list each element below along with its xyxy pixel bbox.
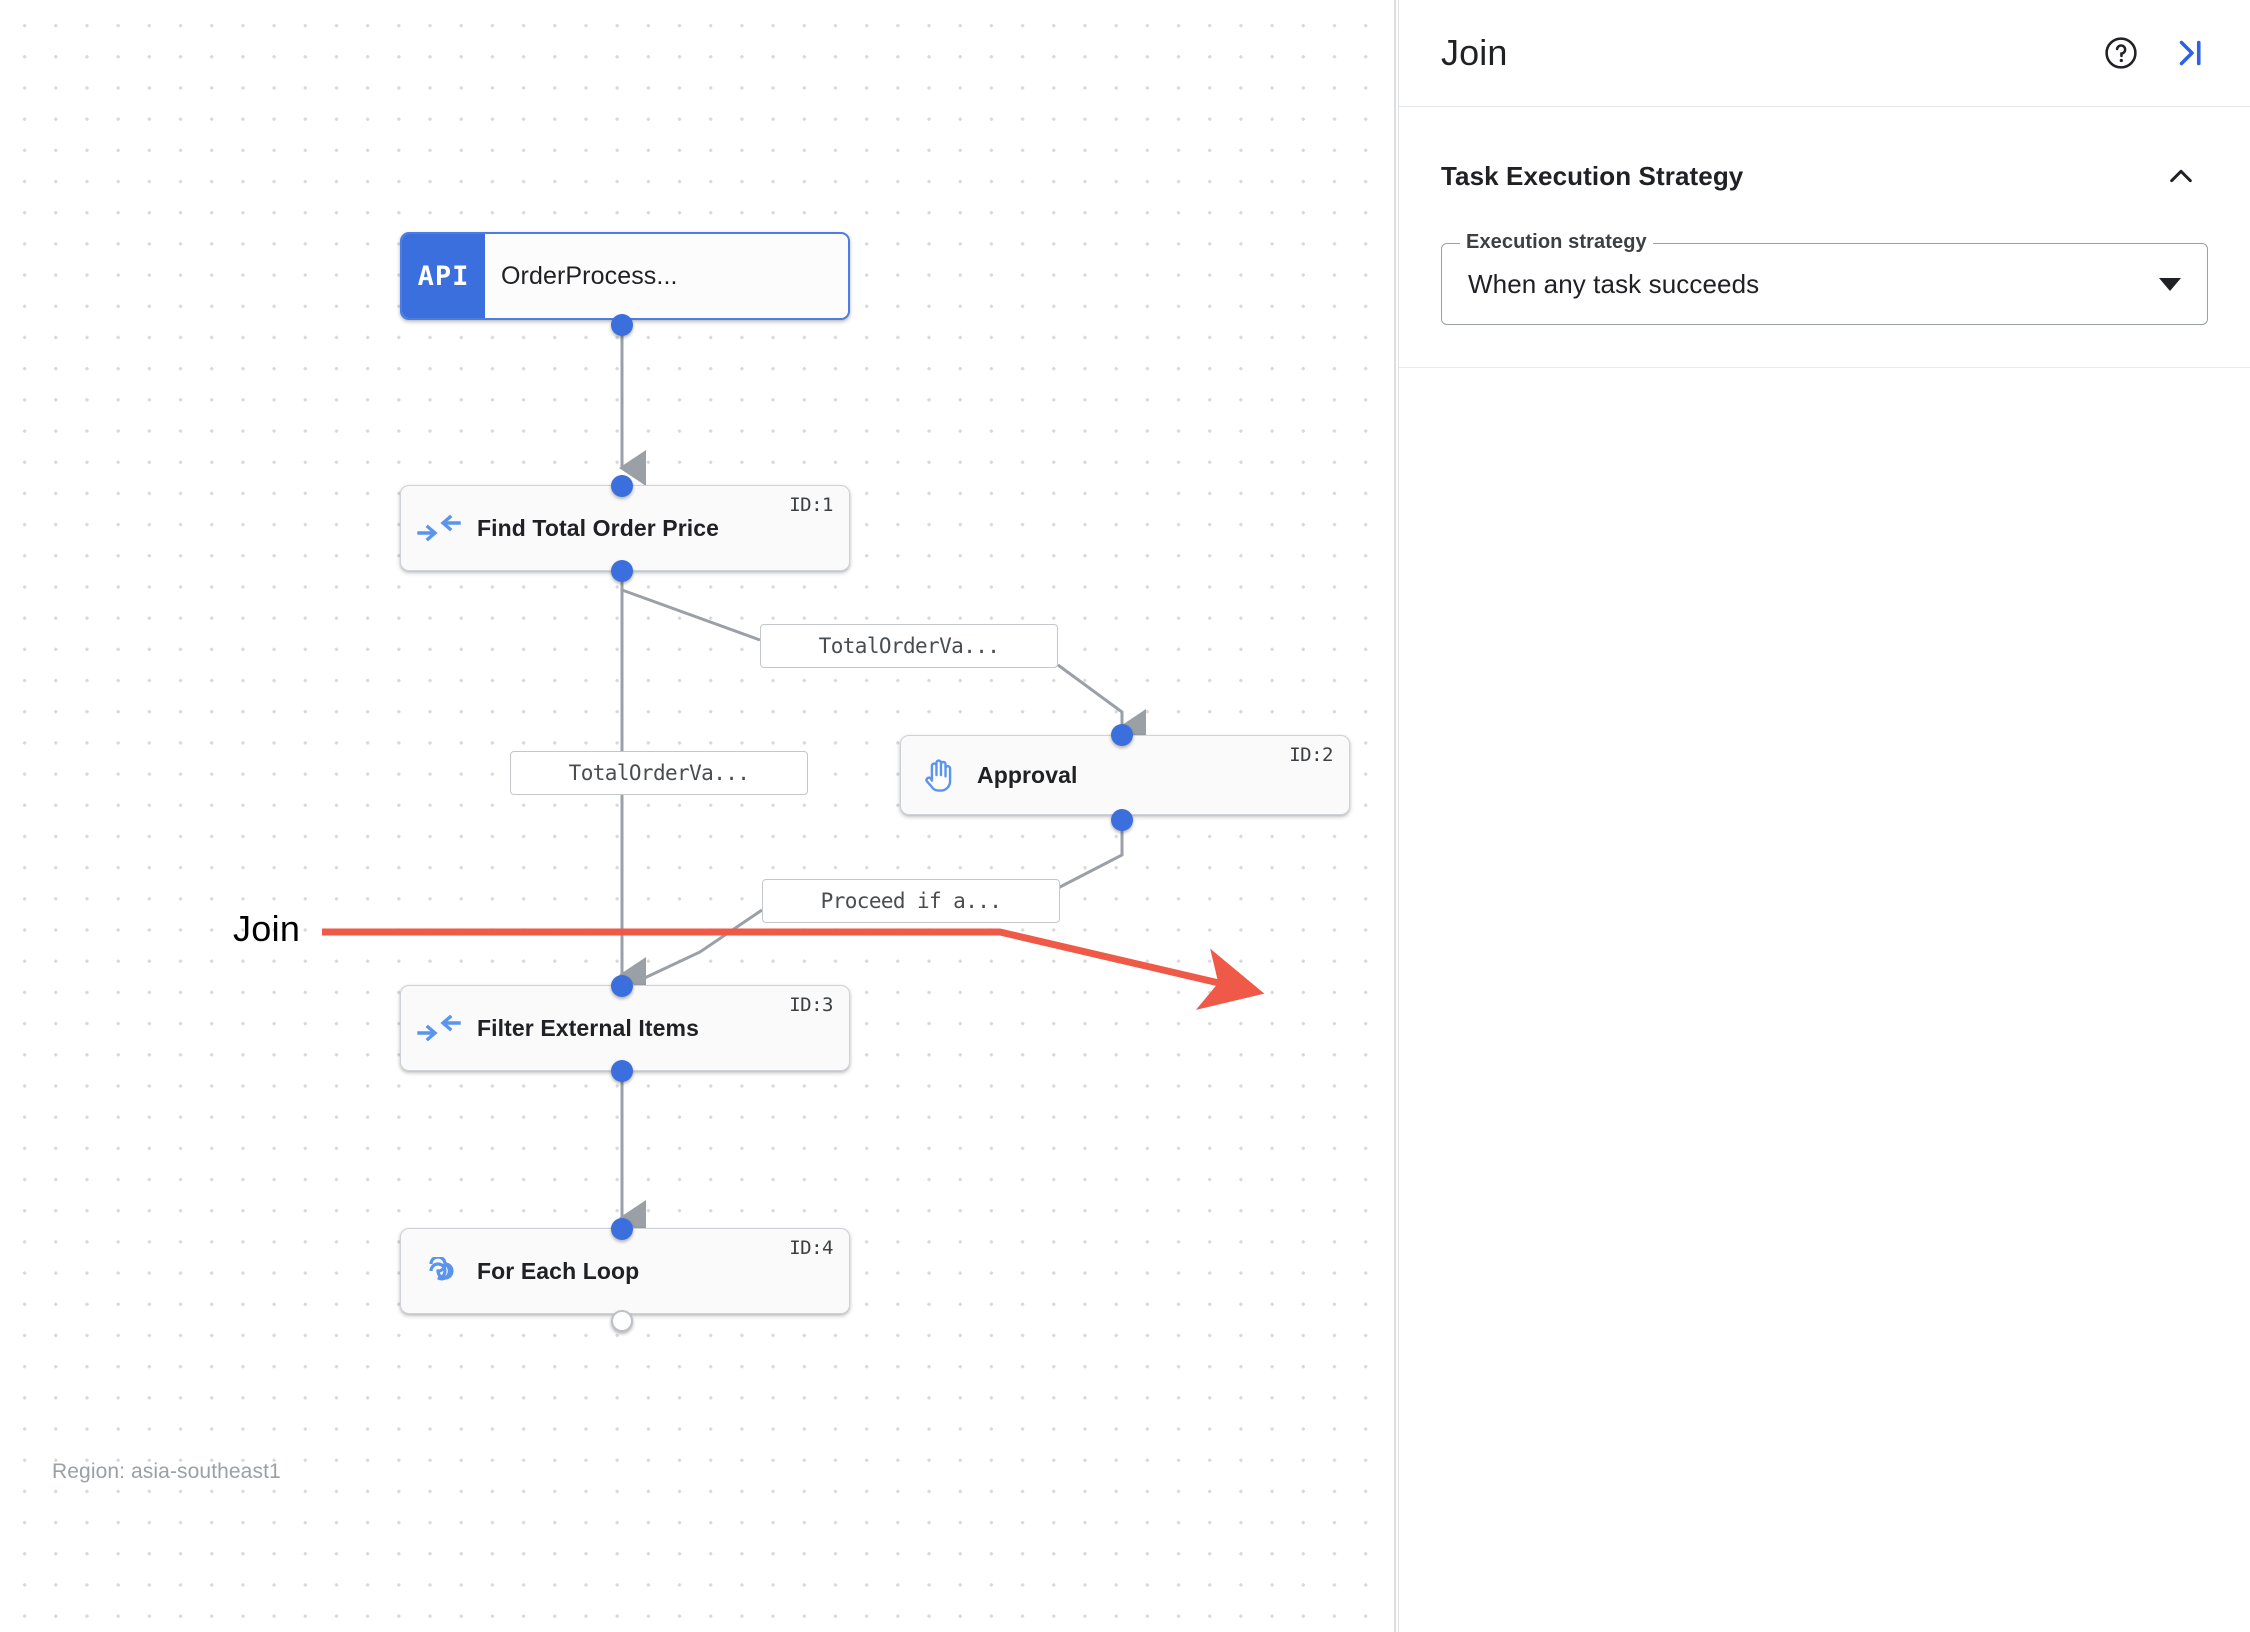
execution-strategy-select[interactable]: Execution strategy When any task succeed… — [1441, 231, 2208, 325]
edge-label-text: Proceed if a... — [820, 889, 1002, 913]
node-input-dot[interactable] — [611, 475, 633, 497]
node-label: For Each Loop — [477, 1257, 640, 1284]
node-filter-external-items[interactable]: Filter External Items ID:3 — [400, 985, 850, 1071]
region-label: Region: asia-southeast1 — [52, 1460, 281, 1483]
edge-label-text: TotalOrderVa... — [568, 761, 750, 785]
infinity-icon — [401, 1257, 477, 1285]
execution-strategy-field: Execution strategy When any task succeed… — [1441, 231, 2208, 325]
node-id-badge: ID:2 — [1289, 744, 1333, 766]
annotation-label: Join — [233, 908, 301, 949]
node-label: Find Total Order Price — [477, 514, 720, 541]
chevron-down-icon[interactable] — [2159, 277, 2181, 291]
node-output-dot[interactable] — [611, 1060, 633, 1082]
node-output-dot[interactable] — [611, 314, 633, 336]
node-for-each-loop[interactable]: For Each Loop ID:4 — [400, 1228, 850, 1314]
panel-header: Join — [1399, 0, 2250, 107]
node-label: Filter External Items — [477, 1014, 699, 1041]
node-find-total-order-price[interactable]: Find Total Order Price ID:1 — [400, 485, 850, 571]
node-api-trigger[interactable]: API OrderProcess... — [400, 232, 850, 320]
execution-strategy-label: Execution strategy — [1460, 231, 1653, 254]
node-approval[interactable]: Approval ID:2 — [900, 735, 1350, 815]
merge-arrows-icon — [401, 1013, 477, 1043]
node-output-dot[interactable] — [611, 1310, 633, 1332]
execution-strategy-value: When any task succeeds — [1468, 268, 1760, 299]
properties-panel: Join Task Execution Strategy — [1398, 0, 2250, 1632]
hand-icon — [901, 755, 977, 795]
task-execution-strategy-section: Task Execution Strategy Execution strate… — [1399, 107, 2250, 368]
node-label: OrderProcess... — [501, 261, 678, 290]
panel-title: Join — [1441, 32, 1508, 73]
edge-label[interactable]: TotalOrderVa... — [510, 751, 808, 795]
edge-label-text: TotalOrderVa... — [818, 634, 1000, 658]
node-id-badge: ID:4 — [789, 1237, 833, 1259]
node-label: Approval — [977, 761, 1078, 788]
edge-label[interactable]: TotalOrderVa... — [760, 624, 1058, 668]
workflow-canvas[interactable]: API OrderProcess... Find Total Order Pri… — [0, 0, 1396, 1632]
annotation-arrow — [322, 928, 1265, 1010]
api-badge-icon: API — [402, 234, 485, 318]
node-output-dot[interactable] — [611, 560, 633, 582]
merge-arrows-icon — [401, 513, 477, 543]
node-input-dot[interactable] — [1111, 724, 1133, 746]
connector-layer — [322, 325, 1265, 1236]
section-header[interactable]: Task Execution Strategy — [1441, 149, 2208, 203]
edge-label[interactable]: Proceed if a... — [762, 879, 1060, 923]
section-title: Task Execution Strategy — [1441, 160, 1744, 191]
chevron-up-icon[interactable] — [2154, 149, 2208, 203]
node-input-dot[interactable] — [611, 1218, 633, 1240]
node-id-badge: ID:1 — [789, 494, 833, 516]
node-output-dot[interactable] — [1111, 809, 1133, 831]
node-input-dot[interactable] — [611, 975, 633, 997]
collapse-panel-right-icon[interactable] — [2162, 26, 2216, 80]
node-id-badge: ID:3 — [789, 994, 833, 1016]
help-circle-icon[interactable] — [2094, 26, 2148, 80]
